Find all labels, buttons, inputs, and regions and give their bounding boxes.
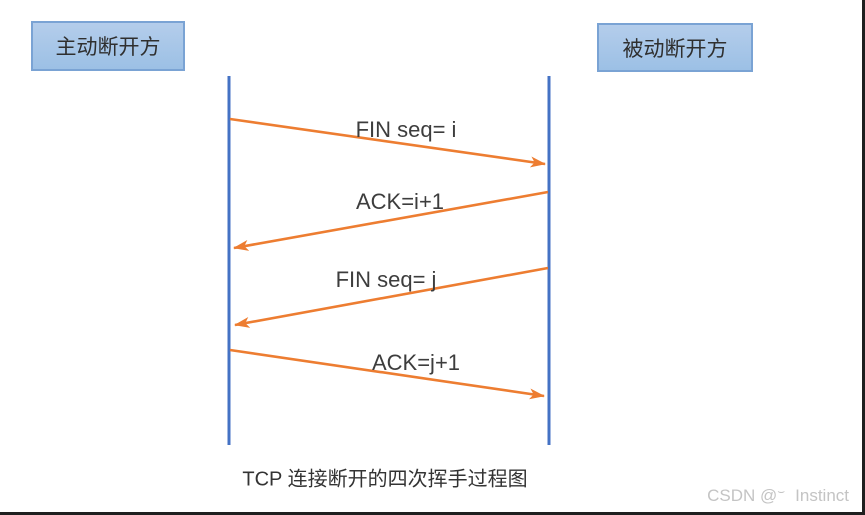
watermark-username: Instinct (795, 486, 849, 505)
watermark-squiggle-icon: ⌣ (777, 484, 786, 498)
message-arrow-fin-seq-j (234, 266, 549, 328)
diagram-caption: TCP 连接断开的四次挥手过程图 (242, 468, 528, 491)
actor-box-passive-closer: 被动断开方 (597, 23, 753, 72)
watermark-prefix: CSDN @ (707, 486, 778, 505)
message-label-fin-seq-j: FIN seq= j (335, 267, 437, 292)
message-arrow-ack-j1 (229, 348, 545, 400)
message-arrow-ack-i1 (233, 190, 549, 251)
actor-box-active-closer: 主动断开方 (31, 21, 185, 71)
message-label-fin-seq-i: FIN seq= i (355, 117, 457, 142)
message-label-ack-i1: ACK=i+1 (355, 189, 445, 214)
message-arrow-fin-seq-i (229, 117, 546, 168)
watermark: CSDN @⌣ Instinct (707, 484, 849, 506)
message-label-ack-j1: ACK=j+1 (371, 350, 461, 375)
